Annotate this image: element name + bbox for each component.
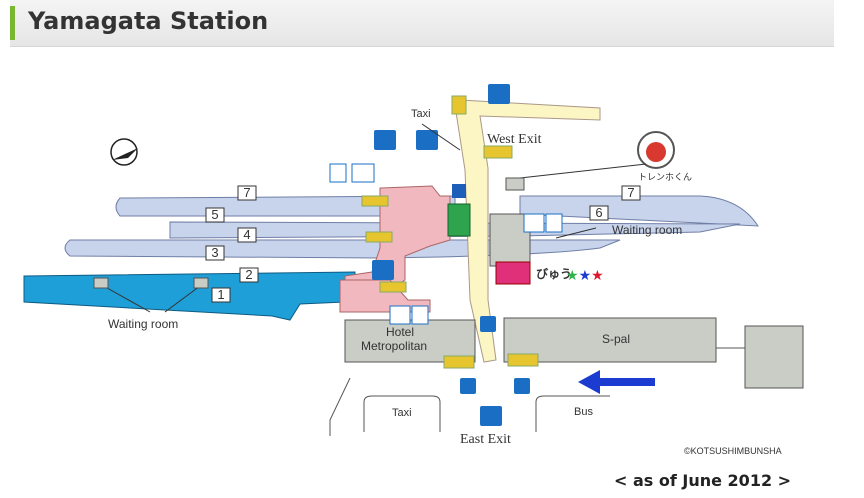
platform-7-label: 7 bbox=[243, 185, 250, 200]
hotel-label-line2: Metropolitan bbox=[361, 339, 427, 353]
ticket-gate bbox=[447, 203, 471, 237]
track-1-2 bbox=[23, 271, 356, 321]
hotel-metropolitan bbox=[344, 319, 476, 363]
title-accent-bar bbox=[10, 6, 15, 40]
center-building bbox=[489, 213, 531, 267]
copyright-label: ©KOTSUSHIMBUNSHA bbox=[684, 446, 782, 456]
annex-building bbox=[744, 325, 804, 389]
platform-1-label: 1 bbox=[217, 287, 224, 302]
west-exit-label: West Exit bbox=[487, 132, 542, 147]
track-7-right bbox=[519, 195, 759, 227]
station-building bbox=[344, 185, 451, 291]
taxi-top-label: Taxi bbox=[411, 108, 431, 120]
s-pal-label: S-pal bbox=[602, 332, 630, 346]
east-exit-label: East Exit bbox=[460, 432, 511, 447]
stairs-east-right bbox=[507, 353, 539, 367]
bus-area bbox=[535, 395, 610, 432]
hotel-label-line1: Hotel bbox=[386, 325, 414, 339]
road-edge bbox=[329, 377, 351, 436]
direction-sign bbox=[452, 184, 466, 198]
taxi-bottom-label: Taxi bbox=[392, 407, 412, 419]
mascot-label: トレンホくん bbox=[638, 172, 692, 182]
platform-6-label: 6 bbox=[595, 205, 602, 220]
stairs-platform-3 bbox=[365, 231, 393, 243]
restroom-icon bbox=[329, 163, 563, 325]
stairs-top bbox=[451, 95, 467, 115]
taxi-area bbox=[363, 395, 441, 432]
bus-label: Bus bbox=[574, 406, 593, 418]
waiting-room-right-label: Waiting room bbox=[612, 223, 682, 237]
platform-4-label: 4 bbox=[243, 227, 250, 242]
elevator-icon bbox=[372, 84, 510, 426]
biyu-label: びゅう bbox=[536, 266, 572, 281]
as-of-date: < as of June 2012 > bbox=[614, 471, 792, 490]
platform-3-label: 3 bbox=[211, 245, 218, 260]
stairs-west bbox=[483, 145, 513, 159]
track-3-4 bbox=[64, 239, 621, 259]
platform-5-label: 5 bbox=[211, 207, 218, 222]
stairs-east-left bbox=[443, 355, 475, 369]
stairs-platform-5 bbox=[361, 195, 389, 207]
direction-arrow bbox=[578, 370, 655, 394]
platform-numbers: 7 5 4 3 2 1 7 6 bbox=[205, 185, 641, 303]
s-pal-building bbox=[503, 317, 717, 363]
locker-icon bbox=[460, 316, 530, 394]
platform-2-label: 2 bbox=[245, 267, 252, 282]
waiting-room-left-label: Waiting room bbox=[108, 317, 178, 331]
pink-shop bbox=[495, 261, 531, 285]
platform-7-right-label: 7 bbox=[627, 185, 634, 200]
title-bar: Yamagata Station bbox=[10, 0, 834, 47]
stairs-annex bbox=[379, 281, 407, 293]
page-title: Yamagata Station bbox=[28, 7, 269, 35]
stars-icon: ★★★ bbox=[566, 267, 604, 283]
